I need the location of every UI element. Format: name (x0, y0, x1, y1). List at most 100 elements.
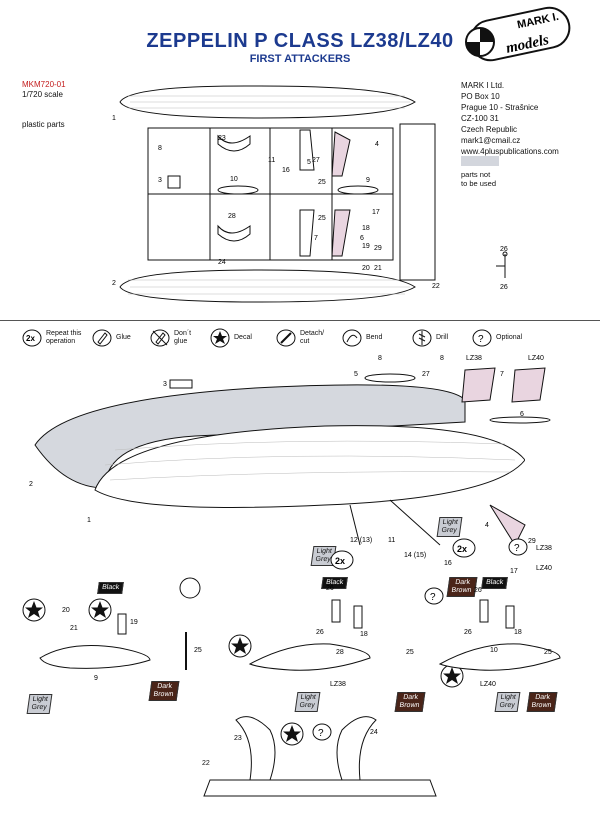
display-stand: 23 24 (203, 716, 437, 797)
part-number: 25 (318, 215, 326, 222)
part-number: 27 (422, 371, 430, 378)
detach-icon (276, 329, 296, 347)
part-number: 26 (500, 246, 508, 253)
part-number: 9 (366, 177, 370, 184)
hull-assembly: 3 2 1 (29, 379, 525, 524)
part-number: 29 (374, 245, 382, 252)
part-number: 21 (70, 625, 78, 632)
part-number: 27 (312, 157, 320, 164)
address-line: PO Box 10 (461, 92, 500, 101)
part-number: 28 (228, 213, 236, 220)
variant-label: LZ38 (330, 681, 346, 688)
dont-glue-l2: glue (174, 338, 188, 345)
part-number: 9 (94, 675, 98, 682)
detach-l2: cut (300, 338, 310, 345)
tail-fins-assembly: 5 8 27 8 7 6 LZ38 LZ40 (354, 355, 551, 424)
drill-label: Drill (436, 334, 449, 341)
part-number: 10 (490, 647, 498, 654)
part-number: 22 (432, 283, 440, 290)
page-title: ZEPPELIN P CLASS LZ38/LZ40 (146, 30, 454, 52)
repeat-symbol: 2x (26, 334, 35, 343)
part-number: 6 (520, 411, 524, 418)
address-line: Czech Republic (461, 125, 518, 134)
not-used-swatch (461, 156, 499, 166)
dont-glue-l1: Don´t (174, 330, 192, 337)
part-number: 26 (500, 284, 508, 291)
paint-l2: Grey (31, 704, 48, 711)
mark-i-models-logo: MARK I. models (465, 6, 571, 62)
not-used-label: parts not to be used (461, 170, 496, 188)
kit-code: MKM720-01 (22, 80, 66, 89)
part-number: 6 (360, 235, 364, 242)
part-number: 16 (282, 167, 290, 174)
part-number: 21 (374, 265, 382, 272)
repeat-badge: 2x (330, 550, 354, 570)
detach-label: Detach/cut (300, 330, 324, 346)
section-divider (0, 320, 600, 321)
decal-label: Decal (234, 334, 252, 341)
part-number: 16 (444, 560, 452, 567)
part-number: 5 (354, 371, 358, 378)
glue-label: Glue (116, 334, 131, 341)
dont-glue-icon (150, 329, 170, 347)
repeat-label-l1: Repeat this (46, 330, 82, 337)
address-line: CZ-100 31 (461, 114, 499, 123)
bend-icon (342, 329, 362, 347)
part-number: 23 (218, 135, 226, 142)
part-26-detail: 26 26 (496, 246, 508, 291)
decal-icon (210, 328, 230, 348)
part-number: 19 (130, 619, 138, 626)
part-number: 22 (202, 760, 210, 767)
page-subtitle: FIRST ATTACKERS (249, 53, 351, 65)
part-number: 18 (360, 631, 368, 638)
decal-icon (228, 634, 252, 658)
part-number: 25 (406, 649, 414, 656)
optional-badge: ? (424, 587, 444, 605)
repeat-icon: 2x (22, 329, 42, 347)
optional-label: Optional (496, 334, 523, 341)
part-number: 5 (307, 159, 311, 166)
company-address: MARK I Ltd. PO Box 10 Prague 10 - Strašn… (461, 80, 559, 157)
part-number: 24 (218, 259, 226, 266)
variant-label: LZ38 (536, 545, 552, 552)
part-number: 25 (544, 649, 552, 656)
part-number: 2 (112, 280, 116, 287)
optional-badge: ? (508, 538, 528, 556)
part-number: 28 (336, 649, 344, 656)
part-number: 1 (112, 115, 116, 122)
stand-base-part (399, 123, 436, 281)
address-line: mark1@cmail.cz (461, 136, 521, 145)
part-number: 18 (362, 225, 370, 232)
part-number: 26 (464, 629, 472, 636)
variant-label: LZ38 (466, 355, 482, 362)
glue-icon (92, 329, 112, 347)
callout-14-15: 14 (15) (404, 552, 426, 559)
part-number: 19 (362, 243, 370, 250)
optional-badge-text: ? (430, 592, 436, 603)
part-number: 25 (194, 647, 202, 654)
drill-icon (412, 329, 432, 347)
part-number: 29 (528, 538, 536, 545)
part-number: 3 (158, 177, 162, 184)
part-number: 7 (500, 371, 504, 378)
decal-icon (88, 598, 112, 622)
part-number: 2 (29, 481, 33, 488)
part-number: 4 (375, 141, 379, 148)
optional-symbol: ? (478, 334, 484, 345)
part-number: 1 (87, 517, 91, 524)
part-number: 17 (510, 568, 518, 575)
part-number: 26 (326, 585, 334, 592)
address-line: Prague 10 - Strašnice (461, 103, 539, 112)
optional-badge-text: ? (514, 543, 520, 554)
gondola-assemblies: 20 21 19 9 25 26 26 18 28 LZ38 25 26 26 … (39, 577, 561, 688)
part-number: 7 (314, 235, 318, 242)
part-number: 18 (514, 629, 522, 636)
paint-l2: Grey (499, 702, 516, 709)
part-number: 11 (268, 157, 275, 164)
part-number: 20 (62, 607, 70, 614)
paint-l2: Grey (315, 556, 332, 563)
